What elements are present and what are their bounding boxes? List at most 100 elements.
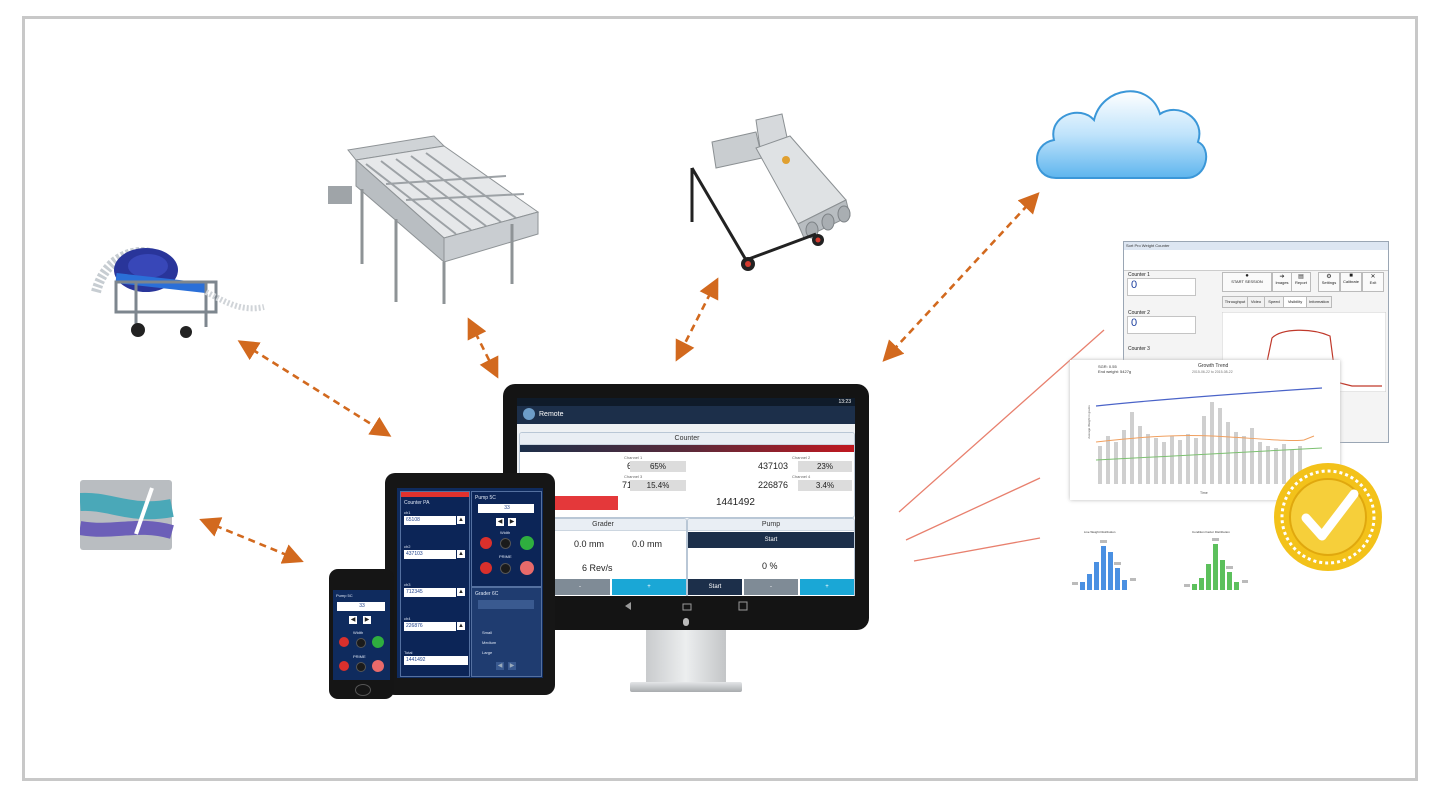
tablet-total-value: 1441492 [404, 656, 468, 665]
tablet-ch2-up-icon[interactable]: ▲ [457, 550, 465, 558]
diagram-frame [22, 16, 1418, 781]
growth-chart-title: Growth Trend [1198, 363, 1229, 369]
phone-left-icon[interactable]: ◀ [349, 616, 357, 624]
tablet-ch3-up-icon[interactable]: ▲ [457, 588, 465, 596]
phone-home-button[interactable] [355, 684, 371, 696]
growth-trend-line [1095, 387, 1323, 407]
grader-plus-button[interactable]: + [612, 579, 686, 595]
phone-power-2-icon[interactable] [356, 662, 366, 672]
tablet-counter-bar [401, 492, 469, 497]
cloud-icon [1036, 90, 1207, 179]
tab-visibility[interactable]: Visibility [1283, 296, 1307, 308]
tablet-grader-left-icon[interactable]: ◀ [496, 662, 504, 670]
grader-minus-button[interactable]: - [550, 579, 610, 595]
growth-chart-meta-1: SGR: 0.55 [1098, 364, 1117, 369]
grader-width-1[interactable]: 0.0 mm [574, 539, 605, 549]
phone-prime-label: PRIME [353, 654, 366, 659]
growth-chart-meta-2: End weight: 5427g [1098, 369, 1132, 374]
gear-icon: ⚙ [1326, 274, 1332, 280]
growth-chart-plot [1095, 387, 1323, 484]
tablet-go-icon[interactable] [520, 536, 534, 550]
condition-factor-bars [1184, 538, 1248, 590]
tablet-ch4-up-icon[interactable]: ▲ [457, 622, 465, 630]
phone-go-icon[interactable] [372, 636, 384, 648]
tablet-ch4-label: ch4 [404, 616, 411, 621]
tablet-medium-label: Medium [482, 640, 497, 645]
images-button[interactable]: ➔Images [1272, 272, 1292, 292]
growth-orange-line [1095, 434, 1315, 443]
tablet-ch1-up-icon[interactable]: ▲ [457, 516, 465, 524]
calibrate-label: Calibrate [1342, 279, 1359, 284]
phone-width-label: Width [353, 630, 364, 635]
tablet-width-label: Width [500, 530, 511, 535]
report-button[interactable]: ▤Report [1291, 272, 1311, 292]
tab-video[interactable]: Video [1247, 296, 1265, 308]
tablet-large-label: Large [482, 650, 493, 655]
start-session-label: START SESSION [1231, 279, 1263, 284]
recents-icon[interactable] [738, 601, 748, 611]
phone-stop-icon[interactable] [339, 637, 349, 647]
tablet-grader-right-icon[interactable]: ▶ [508, 662, 516, 670]
back-icon[interactable] [625, 602, 631, 610]
line-to-software [898, 329, 1105, 513]
grader-width-2[interactable]: 0.0 mm [632, 539, 663, 549]
line-to-growth-chart [905, 477, 1041, 541]
tablet-grader-title: Grader 6C [475, 591, 499, 597]
tablet-left-icon[interactable]: ◀ [496, 518, 504, 526]
tablet-ch3-value: 712345 [404, 588, 456, 597]
arrow-pipe-to-devices [199, 517, 304, 564]
condition-factor-distribution: Condition Factor Distribution [1176, 530, 1266, 600]
pump-percent: 0 % [762, 561, 778, 571]
counter-total: 1441492 [716, 497, 755, 508]
tablet-power-2-icon[interactable] [500, 563, 511, 574]
channel-2-percent: 23% [798, 461, 852, 472]
arrow-counter-to-monitor [675, 277, 719, 362]
images-icon: ➔ [1279, 274, 1285, 280]
tab-speed[interactable]: Speed [1264, 296, 1284, 308]
phone-value: 33 [337, 602, 385, 611]
tablet-grader-column: Grader 6C Small Medium Large ◀ ▶ [471, 587, 542, 677]
channel-1-percent: 65% [630, 461, 686, 472]
tablet-pump-column: Pump 5C 33 ◀ ▶ Width PRIME [471, 491, 542, 587]
tab-information[interactable]: Information [1306, 296, 1332, 308]
live-weight-bars [1072, 540, 1136, 590]
tablet-right-icon[interactable]: ▶ [508, 518, 516, 526]
exit-button[interactable]: ✕Exit [1362, 272, 1384, 292]
counter-panel: Counter Channel 1 65168 65% Channel 2 43… [519, 432, 855, 518]
calibrate-button[interactable]: ■Calibrate [1340, 272, 1362, 292]
phone-right-icon[interactable]: ▶ [363, 616, 371, 624]
channel-4-label: Channel 4 [792, 474, 811, 479]
tablet-alarm-icon[interactable] [520, 561, 534, 575]
phone-alarm-icon[interactable] [372, 660, 384, 672]
tablet-power-icon[interactable] [500, 538, 511, 549]
report-icon: ▤ [1298, 274, 1304, 280]
pump-plus-button[interactable]: + [800, 579, 854, 595]
tablet-total-label: Total [404, 650, 413, 655]
home-icon[interactable] [682, 603, 692, 611]
tablet-ch2-value: 437103 [404, 550, 456, 559]
tablet-stop-icon[interactable] [480, 537, 492, 549]
close-icon: ✕ [1370, 274, 1376, 280]
arrow-grader-to-monitor [467, 317, 499, 379]
monitor-stand [646, 630, 726, 685]
settings-button[interactable]: ⚙Settings [1318, 272, 1340, 292]
pump-minus-button[interactable]: - [744, 579, 798, 595]
counter-title: Counter [520, 433, 854, 445]
line-to-distribution [913, 537, 1041, 562]
tab-throughput[interactable]: Throughput [1222, 296, 1248, 308]
phone-power-icon[interactable] [356, 638, 366, 648]
tablet-stop-2-icon[interactable] [480, 562, 492, 574]
growth-chart-xlabel: Time [1200, 491, 1208, 495]
grader-machine-illustration [328, 135, 540, 304]
pump-start-button[interactable]: Start [688, 532, 854, 548]
pump-start-2-button[interactable]: Start [688, 579, 742, 595]
counter-3-label: Counter 3 [1128, 346, 1150, 352]
channel-3-label: Channel 3 [624, 474, 643, 479]
tablet-small-label: Small [482, 630, 493, 635]
check-badge-icon [1274, 463, 1382, 571]
start-session-button[interactable]: ●START SESSION [1222, 272, 1272, 292]
counter-1-value: 0 [1127, 278, 1196, 296]
app-logo-icon [523, 408, 535, 420]
channel-2-value: 437103 [757, 461, 788, 471]
phone-stop-2-icon[interactable] [339, 661, 349, 671]
